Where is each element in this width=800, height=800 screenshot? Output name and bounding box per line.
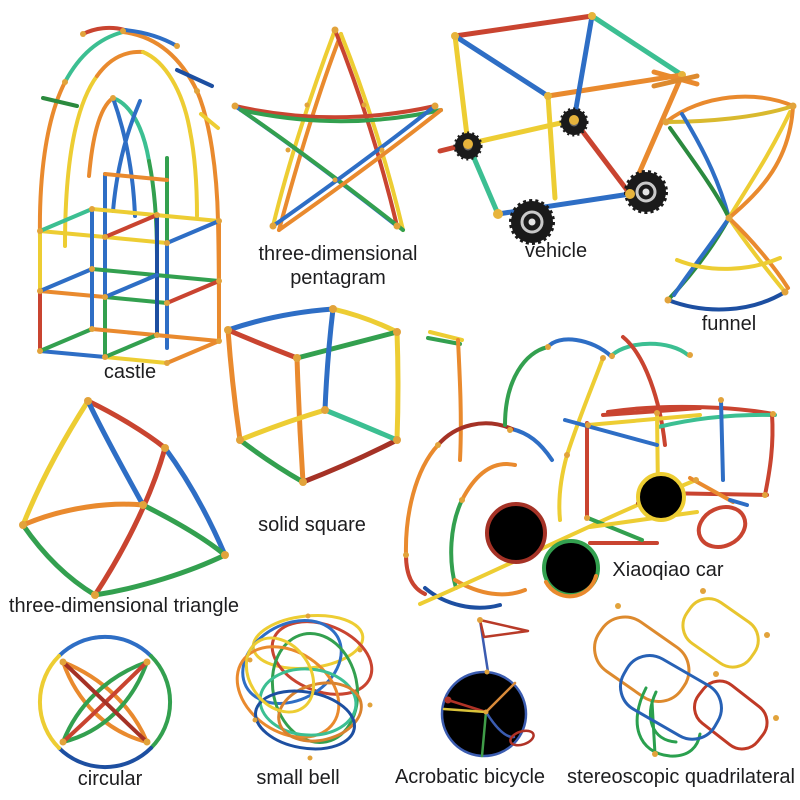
label-solid-square: solid square xyxy=(258,514,366,536)
circular-structure xyxy=(33,630,183,780)
solid-square-structure xyxy=(215,305,410,505)
label-bicycle: Acrobatic bicycle xyxy=(394,766,546,788)
castle-structure xyxy=(5,6,235,376)
label-circular: circular xyxy=(77,768,143,790)
quadrilateral-structure xyxy=(578,588,800,773)
funnel-structure xyxy=(651,69,800,315)
label-small-bell: small bell xyxy=(256,767,340,789)
pentagram-structure xyxy=(222,18,447,268)
xiaoqiao-car-structure xyxy=(400,330,800,610)
label-xiaoqiao-car: Xiaoqiao car xyxy=(612,559,724,581)
label-triangle: three-dimensional triangle xyxy=(8,595,240,617)
label-vehicle: vehicle xyxy=(524,240,588,262)
small-bell-structure xyxy=(220,600,395,775)
label-funnel: funnel xyxy=(701,313,757,335)
vehicle-structure xyxy=(432,8,694,253)
bicycle-structure xyxy=(398,606,548,776)
triangle-structure xyxy=(5,392,240,612)
label-castle: castle xyxy=(103,361,157,383)
label-quadrilateral: stereoscopic quadrilateral xyxy=(567,766,795,788)
label-pentagram: three-dimensional pentagram xyxy=(258,243,418,290)
